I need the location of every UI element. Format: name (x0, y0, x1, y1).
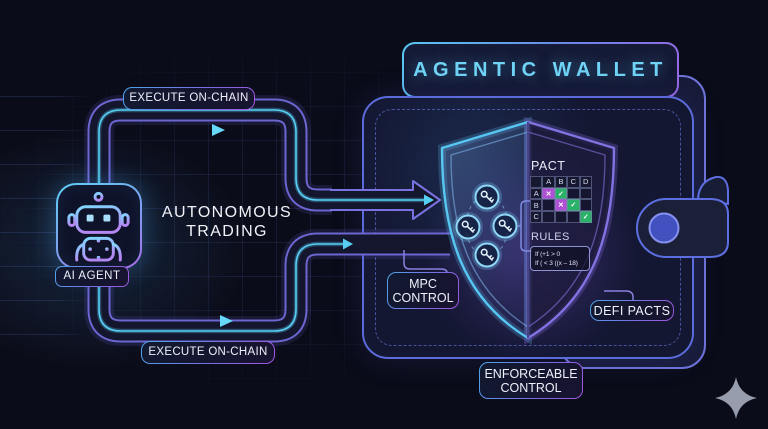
pact-cell: C (567, 176, 580, 188)
pact-cell (567, 211, 580, 223)
pact-cell: ✓ (579, 211, 592, 223)
robot-icon (67, 191, 130, 262)
pact-cell (542, 199, 555, 212)
autonomous-trading-label: AUTONOMOUS TRADING (161, 204, 293, 240)
pact-cell: C (530, 211, 543, 223)
pact-cell: B (530, 199, 543, 212)
flow-arrowhead-top (424, 194, 434, 206)
shield-left-half (440, 120, 530, 340)
badge-label: AI AGENT (63, 270, 121, 283)
defi-pacts-badge: DEFI PACTS (590, 300, 674, 321)
pact-title: PACT (531, 159, 566, 173)
pact-cell: ✕ (542, 187, 555, 200)
clasp-button (648, 212, 680, 244)
rules-box: If (+1 > 0 If ( < 3 ((x – 18) (530, 245, 590, 271)
pact-cell: D (579, 176, 592, 188)
pact-cell (567, 187, 580, 200)
pact-cell (579, 199, 592, 212)
pact-cell: ✕ (554, 199, 568, 212)
key-glyphs (461, 190, 512, 261)
rules-title: RULES (531, 230, 570, 243)
pact-cell (530, 176, 543, 188)
wallet-title-tab: AGENTIC WALLET (402, 42, 679, 98)
pact-cell: ✓ (554, 187, 568, 200)
pipe-flow-lines (96, 107, 424, 334)
wallet-clasp (636, 175, 729, 258)
enforceable-control-badge: ENFORCEABLE CONTROL (479, 362, 583, 399)
mpc-connector (403, 250, 448, 274)
pact-cell: B (554, 176, 568, 188)
ai-agent-box (56, 183, 142, 269)
execute-onchain-badge-bottom: EXECUTE ON-CHAIN (141, 341, 275, 364)
keys-pact-bracket (517, 200, 532, 252)
loop-arrow-bottom (180, 315, 233, 327)
badge-label: EXECUTE ON-CHAIN (129, 92, 249, 105)
pact-cell: A (542, 176, 555, 188)
pact-cell: A (530, 187, 543, 200)
sparkle-icon (715, 377, 757, 419)
mpc-control-badge: MPC CONTROL (387, 272, 459, 309)
pact-cell (542, 211, 555, 223)
rule-line: If (+1 > 0 (535, 250, 561, 258)
ai-agent-badge: AI AGENT (55, 266, 129, 287)
badge-label: EXECUTE ON-CHAIN (148, 346, 268, 359)
loop-arrow-top (172, 124, 225, 136)
defi-connector (604, 290, 634, 301)
pact-cell: ✓ (567, 199, 580, 212)
pact-cell (554, 211, 568, 223)
pact-cell (579, 187, 592, 200)
wallet-title: AGENTIC WALLET (413, 58, 668, 81)
flow-arrowhead-bottom (343, 238, 353, 250)
execute-onchain-badge-top: EXECUTE ON-CHAIN (123, 87, 255, 110)
rule-line: If ( < 3 ((x – 18) (535, 259, 578, 267)
mpc-keys (453, 182, 520, 270)
